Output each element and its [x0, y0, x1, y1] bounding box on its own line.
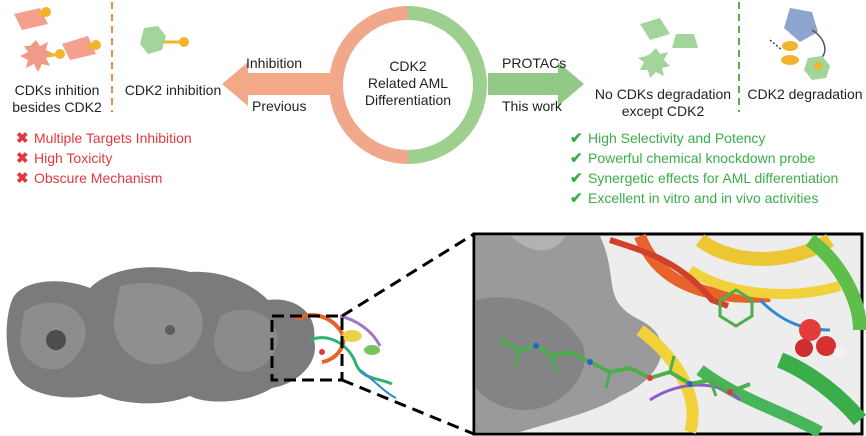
pro-item: ✔ Synergetic effects for AML differentiat…: [570, 168, 838, 189]
con-text: Obscure Mechanism: [34, 170, 163, 186]
pro-item: ✔ Powerful chemical knockdown probe: [570, 148, 815, 169]
red-x-icon: ✖: [16, 130, 29, 147]
con-item: ✖ Multiple Targets Inhibition: [16, 128, 192, 149]
red-x-icon: ✖: [16, 150, 29, 167]
center-line-3: Differentiation: [364, 92, 452, 108]
con-item: ✖ Obscure Mechanism: [16, 168, 162, 189]
no-degradation-line-2: except CDK2: [621, 103, 705, 119]
right-arrow-bottom-label: This work: [502, 98, 562, 114]
green-check-icon: ✔: [570, 170, 583, 187]
pro-text: High Selectivity and Potency: [588, 130, 766, 146]
zoom-line-top: [341, 232, 475, 318]
pro-text: Synergetic effects for AML differentiati…: [588, 170, 839, 186]
center-line-2: Related AML: [367, 75, 449, 91]
center-line-1: CDK2: [389, 58, 427, 74]
right-arrow-top-label: PROTACs: [502, 55, 567, 71]
zoom-region-box: [270, 314, 344, 382]
center-label: CDK2 Related AML Differentiation: [358, 58, 458, 109]
red-x-icon: ✖: [16, 170, 29, 187]
cdk2-inhibition-icon: [140, 26, 189, 54]
green-check-icon: ✔: [570, 130, 583, 147]
right-arrow: [488, 62, 584, 106]
no-degradation-line-1: No CDKs degradation: [594, 86, 732, 102]
con-text: High Toxicity: [34, 150, 113, 166]
left-arrow: [222, 62, 334, 106]
green-check-icon: ✔: [570, 190, 583, 207]
left-arrow-bottom-label: Previous: [252, 98, 307, 114]
cdks-inhibition-line-2: besides CDK2: [12, 99, 102, 115]
pro-text: Powerful chemical knockdown probe: [588, 150, 816, 166]
no-degradation-label: No CDKs degradation except CDK2: [588, 86, 738, 120]
center-ring: [329, 6, 487, 164]
cdk2-degradation-label: CDK2 degradation: [747, 86, 863, 102]
pro-item: ✔ High Selectivity and Potency: [570, 128, 765, 149]
green-check-icon: ✔: [570, 150, 583, 167]
con-item: ✖ High Toxicity: [16, 148, 112, 169]
cdks-inhibition-line-1: CDKs inhition: [14, 82, 100, 98]
left-arrow-top-label: Inhibition: [246, 55, 303, 71]
pro-item: ✔ Excellent in vitro and in vivo activiti…: [570, 188, 818, 209]
zoom-line-bottom: [341, 378, 475, 436]
pro-text: Excellent in vitro and in vivo activitie…: [588, 190, 819, 206]
cdks-inhibition-icon: [14, 7, 101, 72]
zoomed-binding-panel: [472, 232, 866, 436]
cdk2-degradation-icon: [769, 8, 830, 80]
protein-surface: [6, 267, 315, 404]
cdks-inhibition-label: CDKs inhition besides CDK2: [2, 82, 112, 116]
cdk2-inhibition-label: CDK2 inhibition: [124, 82, 222, 98]
no-degradation-icon: [638, 18, 698, 78]
con-text: Multiple Targets Inhibition: [34, 130, 192, 146]
